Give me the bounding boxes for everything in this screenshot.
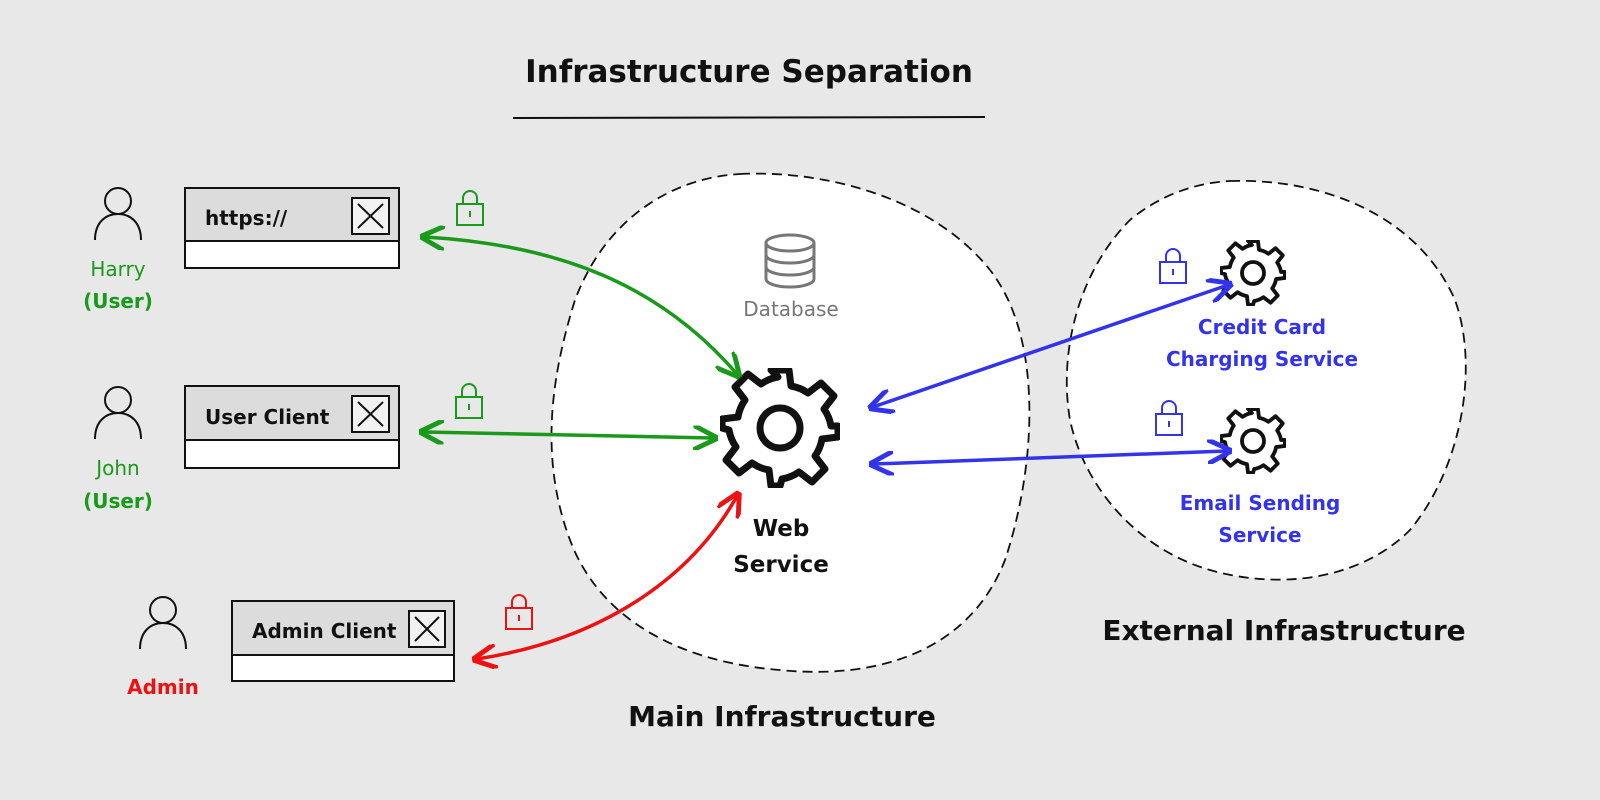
lock-icon	[455, 383, 483, 419]
client-url-text: https://	[205, 206, 288, 230]
client-window-harry[interactable]: https://	[184, 187, 400, 269]
close-icon[interactable]	[408, 610, 446, 648]
user-role-john: (User)	[83, 489, 153, 513]
client-window-john[interactable]: User Client	[184, 385, 400, 469]
lock-icon	[456, 190, 484, 226]
external-infrastructure-zone	[1065, 180, 1467, 581]
person-icon	[94, 386, 142, 440]
main-infrastructure-label: Main Infrastructure	[628, 700, 936, 733]
client-title-text: User Client	[205, 405, 330, 429]
connection-web-email	[874, 451, 1227, 464]
close-icon[interactable]	[351, 395, 390, 433]
database-label: Database	[743, 297, 838, 321]
lock-icon	[1155, 400, 1183, 436]
lock-icon	[1159, 248, 1187, 284]
diagram-title: Infrastructure Separation	[525, 54, 973, 90]
user-role-harry: (User)	[83, 289, 153, 313]
connection-john-web	[424, 432, 713, 438]
connection-web-credit	[873, 285, 1228, 407]
main-infrastructure-zone	[550, 172, 1031, 673]
credit-card-service-label-line1: Credit Card	[1198, 315, 1326, 339]
user-role-admin: Admin	[127, 675, 199, 699]
email-service-label-line2: Service	[1218, 523, 1301, 547]
database-icon	[764, 233, 816, 289]
title-underline	[512, 116, 986, 119]
email-service-label-line1: Email Sending	[1180, 491, 1341, 515]
connection-harry-web	[425, 237, 737, 374]
person-icon	[94, 187, 142, 241]
credit-card-service-label-line2: Charging Service	[1166, 347, 1358, 371]
web-service-label-line2: Service	[733, 552, 829, 578]
person-icon	[139, 596, 187, 650]
client-title-text: Admin Client	[252, 619, 397, 643]
connection-admin-web	[477, 496, 737, 659]
external-infrastructure-label: External Infrastructure	[1102, 614, 1465, 647]
web-service-label-line1: Web	[753, 516, 810, 542]
close-icon[interactable]	[351, 197, 390, 235]
user-name-harry: Harry	[90, 257, 145, 281]
user-name-john: John	[94, 456, 140, 480]
client-window-admin[interactable]: Admin Client	[231, 600, 455, 682]
lock-icon	[505, 594, 533, 630]
